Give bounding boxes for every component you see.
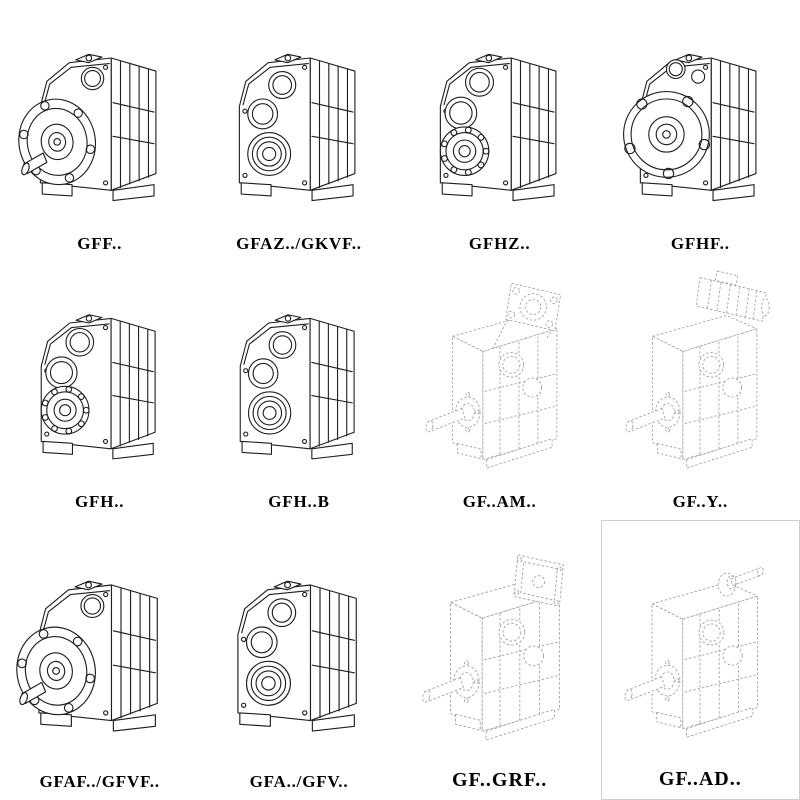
- line-art: [239, 314, 355, 460]
- model-label: GFHF..: [670, 234, 730, 253]
- gearbox-front-flange-drawing-icon: [603, 4, 798, 234]
- line-art: [439, 53, 557, 201]
- catalog-cell-gfh: GFH..: [0, 262, 199, 520]
- catalog-cell-gfh-b: GFH..B: [199, 262, 398, 520]
- line-art: [623, 565, 765, 738]
- gearbox-motor-adapter-flange-drawing-icon: [401, 266, 599, 492]
- line-art: [13, 580, 158, 732]
- catalog-cell-gfaz-gkvf: GFAZ../GKVF..: [199, 0, 398, 262]
- line-art: [624, 270, 770, 469]
- model-label: GFAZ../GKVF..: [236, 234, 362, 253]
- catalog-cell-gf-ad: GF..AD..: [600, 520, 800, 800]
- model-label: GF..Y..: [672, 492, 728, 511]
- gearbox-flange-output-drawing-icon: [2, 4, 197, 234]
- model-label: GFF..: [77, 234, 123, 253]
- gearbox-hollow-shaft-drawing-icon: [201, 4, 396, 234]
- catalog-cell-gfhz: GFHZ..: [399, 0, 601, 262]
- catalog-cell-gfaf-gfvf: GFAF../GFVF..: [0, 520, 199, 800]
- gearbox-hollow-bearing-foot-drawing-icon: [201, 266, 396, 492]
- gearbox-motor-mounted-drawing-icon: [603, 266, 798, 492]
- catalog-cell-gff: GFF..: [0, 0, 199, 262]
- model-label: GFH..B: [268, 492, 330, 511]
- gearbox-input-shaft-adapter-drawing-icon: [604, 525, 797, 768]
- catalog-cell-gf-grf: GF..GRF..: [399, 520, 601, 800]
- catalog-cell-gfa-gfv: GFA../GFV..: [199, 520, 398, 800]
- line-art: [423, 282, 561, 469]
- gearbox-gear-adapter-drawing-icon: [401, 524, 599, 769]
- line-art: [623, 53, 757, 201]
- line-art: [15, 53, 157, 201]
- model-label: GF..AM..: [462, 492, 537, 511]
- gearbox-hollow-bearing-drawing-icon: [2, 266, 197, 492]
- gearbox-flange-output-drawing-icon: [2, 524, 197, 772]
- gearbox-shrink-disc-drawing-icon: [401, 4, 599, 234]
- model-label: GF..AD..: [658, 768, 742, 790]
- model-label: GFHZ..: [468, 234, 531, 253]
- line-art: [237, 580, 357, 732]
- line-art: [420, 553, 564, 741]
- model-label: GF..GRF..: [451, 769, 548, 791]
- gearbox-hollow-shaft-drawing-icon: [201, 524, 396, 772]
- model-label: GFH..: [74, 492, 125, 511]
- line-art: [40, 314, 156, 460]
- catalog-cell-gf-y: GF..Y..: [601, 262, 800, 520]
- model-label: GFA../GFV..: [249, 772, 349, 791]
- catalog-cell-gf-am: GF..AM..: [399, 262, 601, 520]
- line-art: [238, 53, 356, 201]
- model-label: GFAF../GFVF..: [39, 772, 160, 791]
- catalog-cell-gfhf: GFHF..: [601, 0, 800, 262]
